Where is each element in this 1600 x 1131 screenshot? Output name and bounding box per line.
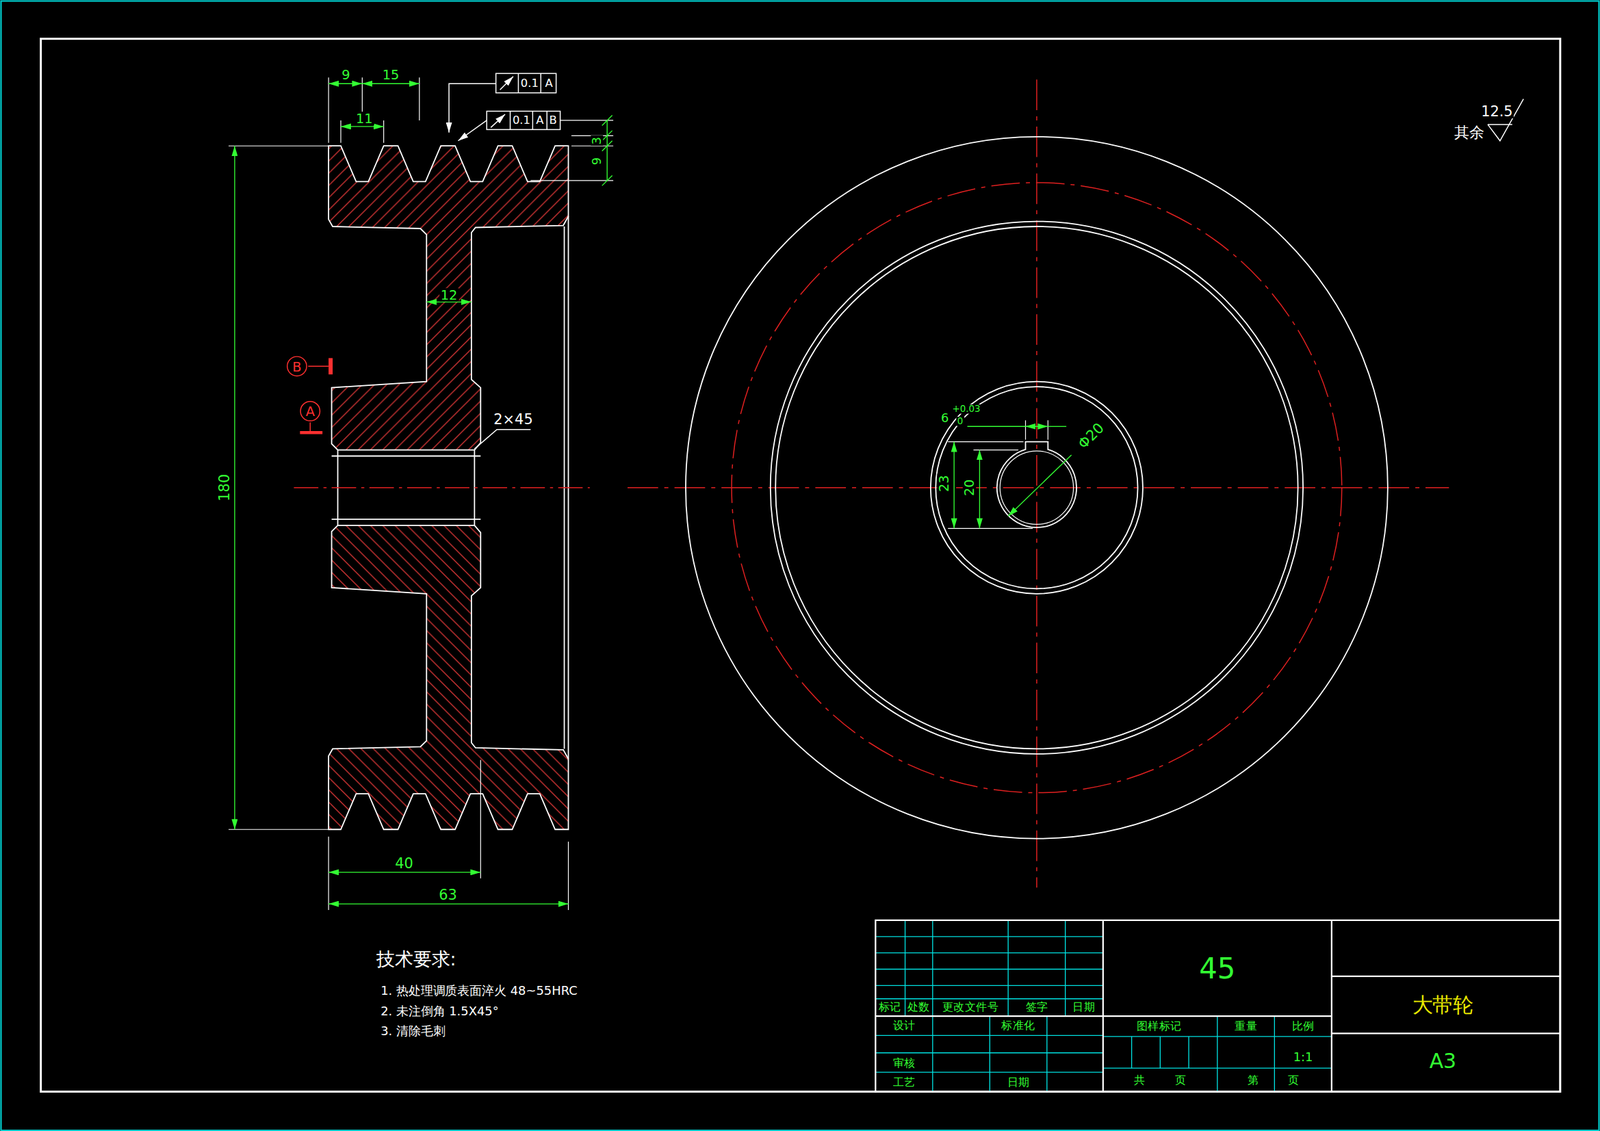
datum-circle: A: [299, 401, 321, 422]
dimension-text: 23: [937, 474, 951, 494]
title-block-text: 标准化: [1000, 1019, 1037, 1031]
dimension-text: 45: [1198, 955, 1237, 985]
title-block-text: 工艺: [891, 1077, 917, 1089]
title-block-text: 页: [1173, 1075, 1187, 1087]
dimension-text: A: [544, 78, 554, 89]
title-block-text: 第: [1246, 1075, 1260, 1087]
datum-circle: B: [286, 355, 308, 377]
dimension-text: 40: [394, 856, 415, 871]
dimension-text: 63: [437, 887, 459, 902]
dimension-text: 9: [590, 156, 603, 166]
dimension-text: A3: [1428, 1051, 1457, 1072]
datum-letter: B: [292, 359, 302, 373]
title-block-text: 审核: [891, 1057, 917, 1069]
dimension-text: 1. 热处理调质表面淬火 48~55HRC: [379, 984, 579, 998]
title-block-text: 更改文件号: [941, 1001, 1000, 1013]
dimension-text: B: [548, 114, 558, 126]
dimension-text: 技术要求:: [375, 949, 458, 969]
dimension-text: 0.1: [519, 78, 540, 89]
title-block-text: 1:1: [1292, 1051, 1314, 1064]
dimension-text: 0: [956, 416, 965, 426]
dimension-text: 9: [340, 67, 352, 81]
title-block-text: 设计: [891, 1019, 917, 1031]
dimension-text: 3. 清除毛刺: [379, 1025, 447, 1039]
dimension-text: 0.1: [511, 114, 532, 126]
dimension-text: 11: [354, 111, 374, 125]
title-block-text: 重量: [1233, 1021, 1259, 1032]
title-block-text: 页: [1287, 1075, 1301, 1087]
dimension-text: 180: [217, 472, 232, 503]
dimension-text: 20: [962, 478, 976, 498]
dimension-text: 大带轮: [1411, 995, 1475, 1016]
dimension-text: 2×45: [492, 411, 534, 427]
dimension-text: 15: [381, 67, 401, 81]
dimension-text: Φ20: [1074, 419, 1107, 452]
title-block-text: 处数: [906, 1001, 931, 1013]
title-block-text: 标记: [877, 1001, 902, 1013]
title-block-text: 图样标记: [1136, 1021, 1184, 1032]
dimension-text: 2. 未注倒角 1.5X45°: [379, 1005, 500, 1018]
dimension-text: 6: [940, 411, 950, 425]
dimension-text: +0.03: [951, 404, 982, 414]
dimension-text: 其余: [1452, 125, 1486, 141]
title-block-text: 共: [1133, 1075, 1147, 1087]
dimension-text: 12: [439, 288, 459, 302]
title-block-text: 日期: [1005, 1077, 1031, 1089]
dimension-text: 12.5: [1480, 104, 1514, 119]
title-block-text: 比例: [1290, 1021, 1316, 1032]
datum-letter: A: [305, 404, 315, 418]
title-block-text: 日期: [1071, 1001, 1097, 1013]
title-block-text: 签字: [1024, 1001, 1050, 1013]
dimension-text: A: [535, 114, 545, 126]
dimension-text: 3: [590, 136, 603, 146]
